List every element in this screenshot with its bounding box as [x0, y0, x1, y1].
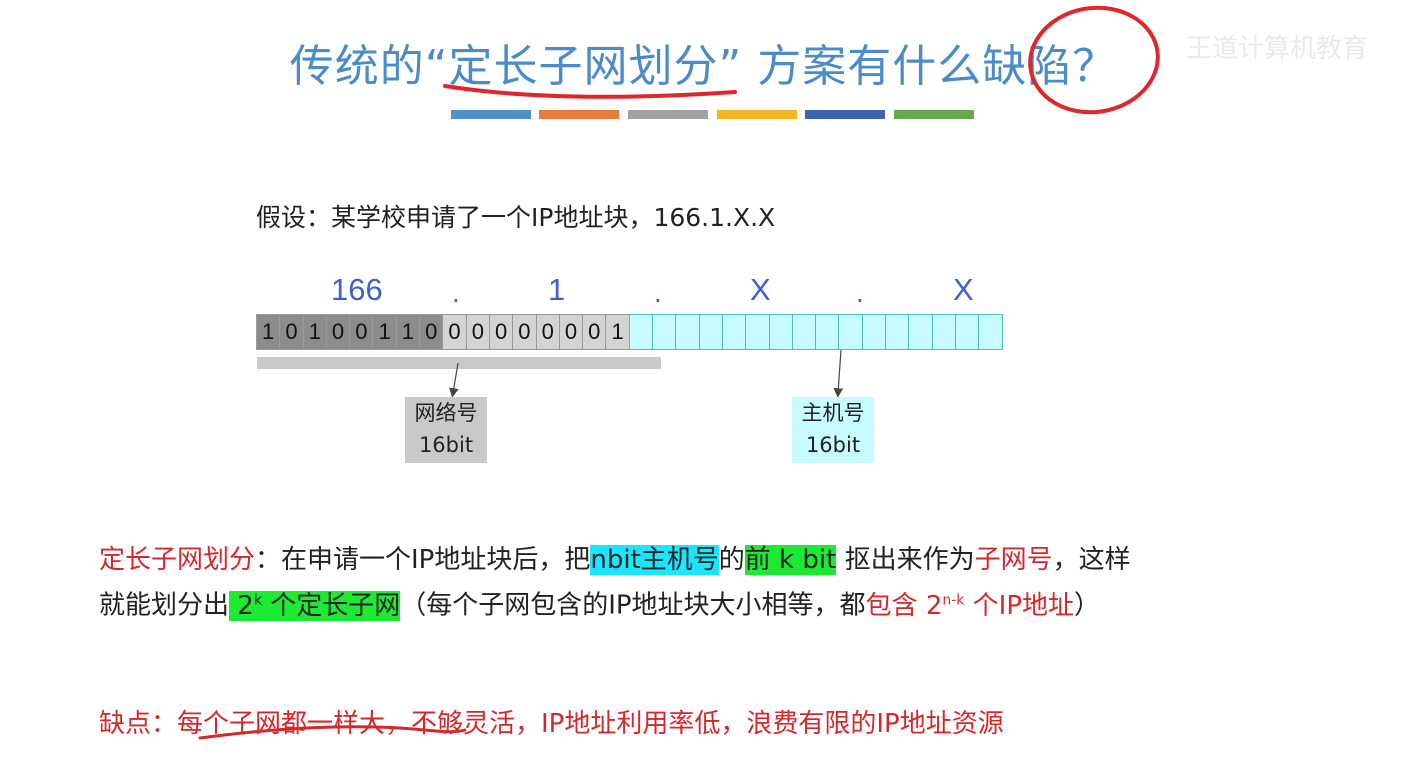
definition-text: 的 [718, 545, 745, 575]
highlight-front-kbit: 前 k bit [744, 545, 837, 575]
network-bracket-bar [257, 357, 661, 369]
contains-rest: 个IP地址 [964, 590, 1075, 621]
dot-label: . [856, 277, 864, 308]
bit-cell [978, 314, 1003, 350]
definition-line-2: 就能划分出 2k 个定长子网（每个子网包含的IP地址块大小相等，都包含 2n-k… [99, 580, 1131, 626]
title-highlight: 定长子网划分 [448, 41, 719, 92]
accent-bar [539, 110, 619, 119]
title-circled: 缺陷 [982, 41, 1073, 92]
bit-cell: 0 [465, 314, 490, 350]
definition-paragraph: 定长子网划分：在申请一个IP地址块后，把nbit主机号的前 k bit 抠出来作… [99, 540, 1131, 626]
bit-cell [698, 314, 723, 350]
count-rest: 个定长子网 [261, 590, 401, 621]
octet-label: X [750, 272, 771, 307]
accent-bar [717, 110, 797, 119]
host-number-label: 主机号 16bit [792, 397, 874, 463]
dot-label: . [654, 277, 662, 308]
accent-bar [894, 110, 974, 119]
definition-text: 抠出来作为 [836, 545, 975, 575]
definition-text: ，这样 [1052, 545, 1131, 575]
definition-text: ） [1074, 590, 1101, 621]
definition-line-1: 定长子网划分：在申请一个IP地址块后，把nbit主机号的前 k bit 抠出来作… [99, 540, 1131, 580]
host-label-bits: 16bit [805, 433, 861, 457]
bit-cell [652, 314, 677, 350]
host-pointer-arrow [833, 349, 844, 398]
octet-label: 166 [331, 272, 383, 307]
assumption-text: 假设：某学校申请了一个IP地址块，166.1.X.X [256, 203, 776, 232]
octet-label: X [953, 272, 974, 307]
accent-bar [628, 110, 708, 119]
network-label-name: 网络号 [414, 401, 478, 425]
definition-text: ：在申请一个IP地址块后，把 [255, 545, 591, 575]
accent-bar [805, 110, 885, 119]
network-number-label: 网络号 16bit [405, 397, 487, 463]
bit-cell [861, 314, 887, 350]
watermark: 王道计算机教育 [1186, 34, 1369, 64]
network-pointer-arrow [449, 362, 459, 398]
title-middle: ” 方案有什么 [718, 41, 983, 92]
host-label-name: 主机号 [801, 401, 865, 425]
title-underline-scribble [443, 84, 737, 99]
bit-cell: 0 [419, 314, 444, 350]
bit-cell [885, 314, 910, 350]
dot-label: . [452, 277, 460, 308]
count-exponent: k [253, 592, 262, 608]
title-circle-scribble [1028, 5, 1160, 115]
contains-count: 包含 2n-k 个IP地址 [866, 591, 1074, 621]
accent-bar [451, 110, 531, 119]
octet-label: 1 [548, 272, 566, 307]
definition-text: （每个子网包含的IP地址块大小相等，都 [400, 590, 866, 621]
bit-cell: 0 [535, 314, 560, 350]
defect-text: 缺点：每个子网都一样大，不够灵活，IP地址利用率低，浪费有限的IP地址资源 [99, 709, 1004, 739]
page-title: 传统的“定长子网划分” 方案有什么缺陷？ [0, 30, 1407, 94]
title-suffix: ？ [1072, 41, 1118, 92]
bit-cell [791, 314, 817, 350]
bit-cell: 0 [512, 314, 537, 350]
bit-cell [838, 314, 863, 350]
bit-cell: 1 [395, 314, 421, 350]
highlight-nbit-host: nbit主机号 [590, 545, 719, 575]
title-prefix: 传统的“ [289, 41, 449, 92]
bit-cell [675, 314, 700, 350]
contains-exponent: n-k [942, 592, 965, 608]
bit-cell: 0 [349, 314, 374, 350]
highlight-subnet-count: 2k 个定长子网 [229, 590, 401, 621]
defect-underline-scribble [198, 725, 467, 740]
contains-base: 包含 2 [865, 590, 943, 621]
count-base: 2 [237, 590, 254, 621]
definition-term: 定长子网划分 [99, 545, 256, 575]
bit-cell: 1 [256, 314, 281, 350]
bit-cell: 0 [279, 314, 304, 350]
bit-cell: 1 [605, 314, 630, 350]
bit-cell [815, 314, 840, 350]
bit-cell [931, 314, 956, 350]
network-label-bits: 16bit [418, 433, 474, 457]
definition-text: 就能划分出 [99, 590, 230, 621]
subnet-number-term: 子网号 [974, 545, 1053, 575]
